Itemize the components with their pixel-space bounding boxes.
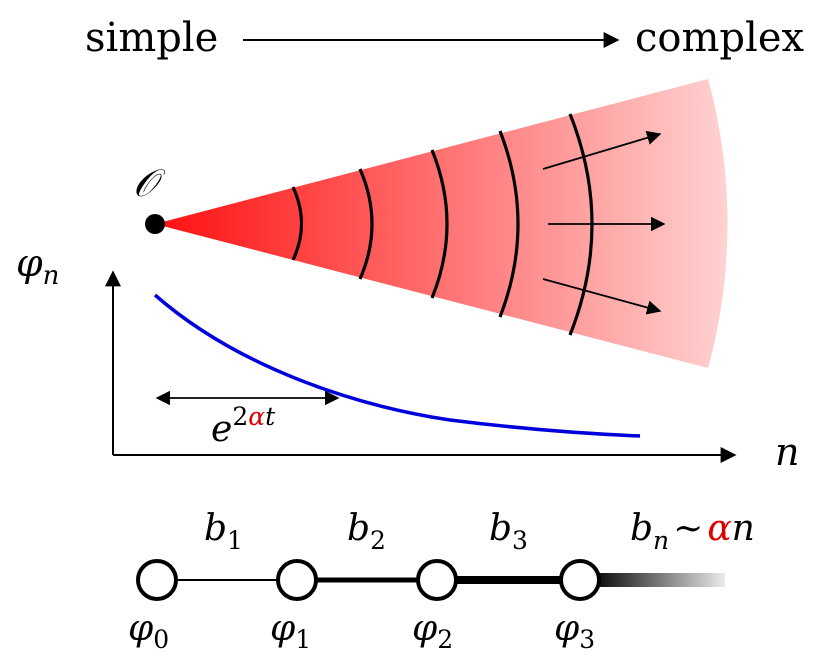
wavefront-arc-3	[430, 149, 449, 299]
complex-label: complex	[635, 15, 804, 61]
site-label-0: φ0	[128, 608, 169, 654]
site-label-3: φ3	[554, 608, 595, 654]
bond-label-3: b3	[489, 508, 528, 555]
site-1	[276, 559, 318, 601]
site-label-1: φ1	[270, 608, 311, 654]
krylov-chain	[136, 559, 725, 601]
x-axis-label: n	[775, 430, 799, 474]
bond-label-asymptotic: bn∼αn	[630, 508, 755, 555]
bond-tail-fade	[580, 573, 725, 587]
origin-label: 𝒪	[133, 161, 166, 205]
wavefront-arc-4	[498, 130, 520, 318]
y-axis-label: φn	[16, 241, 59, 291]
width-label: e2αt	[211, 402, 276, 450]
spreading-arrow-up	[542, 130, 662, 170]
wavefront-arc-2	[358, 168, 374, 280]
wavefront-arc-1	[291, 186, 303, 261]
site-label-2: φ2	[412, 608, 453, 654]
decay-curve	[153, 293, 641, 438]
site-2	[416, 559, 458, 601]
origin-dot	[145, 214, 165, 234]
simple-label: simple	[85, 15, 218, 61]
site-3	[559, 559, 601, 601]
bond-label-1: b1	[204, 508, 243, 555]
spreading-arrow-down	[542, 278, 662, 315]
spreading-arrows	[542, 130, 666, 315]
bond-label-2: b2	[347, 508, 386, 555]
site-0	[136, 559, 178, 601]
